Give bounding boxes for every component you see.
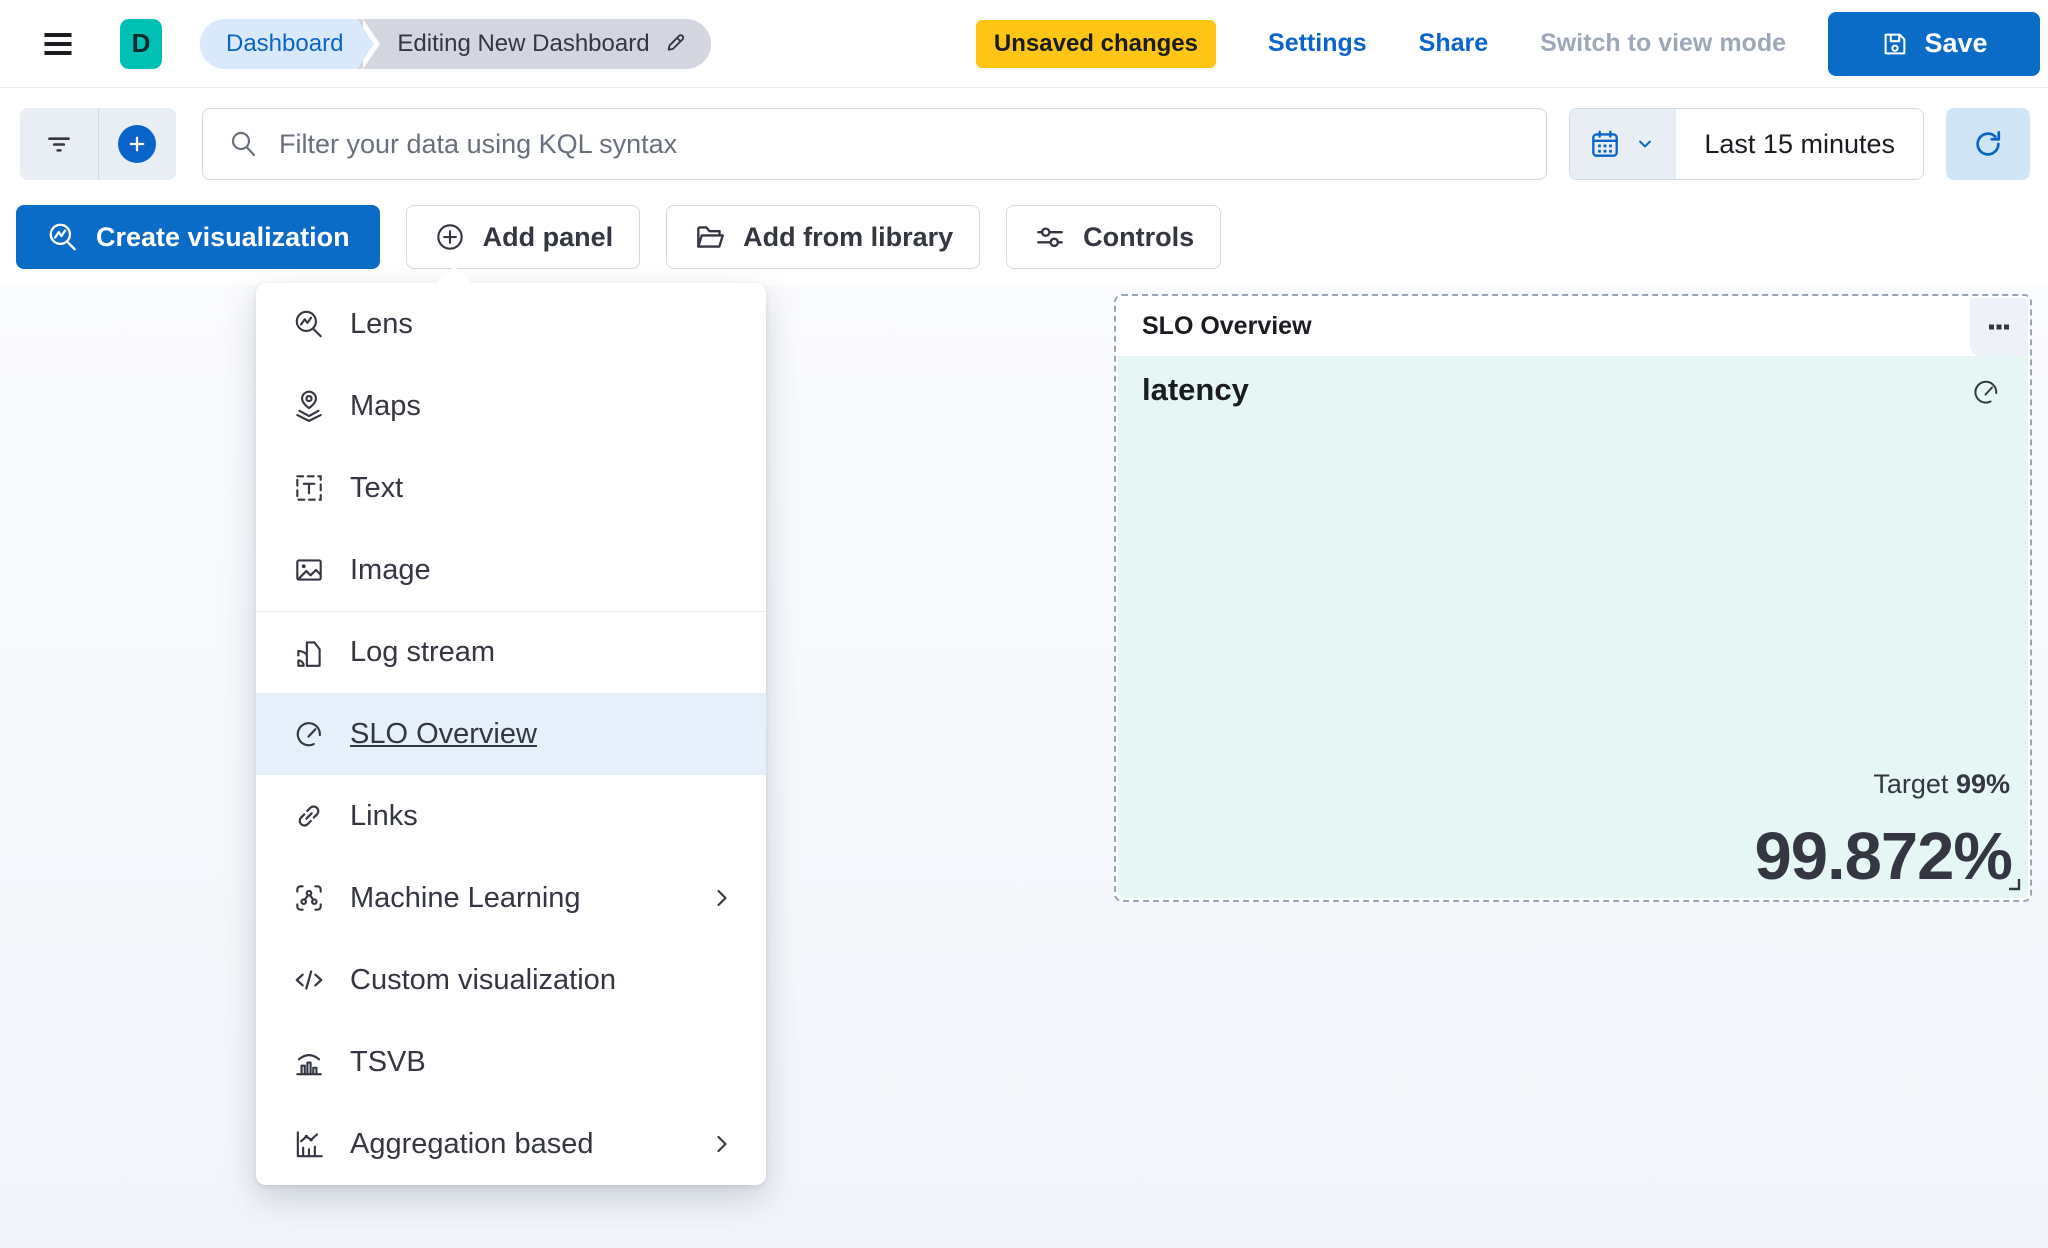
lens-icon (295, 310, 322, 338)
refresh-icon (1976, 130, 2001, 156)
lens-icon (49, 223, 76, 251)
gauge-icon (1974, 380, 1998, 404)
slo-metric-name: latency (1142, 372, 1249, 407)
chevron-right-icon (717, 889, 727, 907)
breadcrumb: Dashboard Editing New Dashboard (200, 18, 711, 69)
panel-options-button[interactable] (1970, 298, 2028, 356)
slo-panel-body: latency Target 99% 99.872% (1118, 356, 2028, 898)
add-from-library-button[interactable]: Add from library (666, 205, 981, 269)
top-bar: D Dashboard Editing New Dashboard Unsave… (0, 0, 2048, 88)
menu-item-maps[interactable]: Maps (256, 365, 766, 447)
date-picker: Last 15 minutes (1569, 108, 1924, 180)
breadcrumb-current[interactable]: Editing New Dashboard (357, 18, 711, 69)
menu-item-machine-learning[interactable]: Machine Learning (256, 857, 766, 939)
space-avatar[interactable]: D (120, 18, 162, 69)
chevron-right-icon (717, 1135, 727, 1153)
edit-toolbar: Create visualization Add panel Add from … (16, 205, 1222, 269)
breadcrumb-dashboard[interactable]: Dashboard (200, 18, 381, 69)
slo-value: 99.872% (1754, 819, 2013, 894)
menu-item-text[interactable]: Text (256, 447, 766, 529)
plus-in-circle-icon (436, 224, 463, 250)
links-icon (298, 805, 320, 827)
code-icon (295, 970, 323, 990)
image-icon (296, 559, 322, 581)
controls-sliders-icon (1037, 227, 1063, 248)
create-visualization-button[interactable]: Create visualization (16, 205, 380, 269)
kql-search-input[interactable] (279, 128, 1523, 160)
menu-item-image[interactable]: Image (256, 529, 766, 611)
save-button[interactable]: Save (1828, 11, 2040, 76)
add-filter-button[interactable] (97, 108, 177, 180)
filter-button[interactable] (20, 108, 98, 180)
maps-icon (296, 390, 322, 422)
time-range-value[interactable]: Last 15 minutes (1704, 128, 1895, 159)
query-bar: Last 15 minutes (20, 108, 2030, 180)
slo-target: Target 99% (1873, 769, 2010, 799)
add-panel-button[interactable]: Add panel (405, 205, 641, 269)
add-panel-menu: Lens Maps Text Image Log stream SLO Over… (256, 265, 766, 1185)
date-picker-calendar-button[interactable] (1570, 109, 1677, 179)
save-floppy-icon (1885, 33, 1906, 54)
controls-button[interactable]: Controls (1006, 205, 1222, 269)
slo-target-value: 99% (1955, 769, 2010, 799)
breadcrumb-arrow (357, 18, 375, 69)
edit-pencil-icon (667, 34, 684, 51)
search-icon (231, 131, 256, 157)
top-bar-actions: Unsaved changes Settings Share Switch to… (975, 11, 2048, 76)
aggregation-icon (296, 1131, 323, 1158)
slo-overview-panel[interactable]: SLO Overview latency Target 99% 99.872% (1114, 294, 2032, 902)
menu-item-aggregation-based[interactable]: Aggregation based (256, 1103, 766, 1185)
unsaved-changes-badge: Unsaved changes (975, 19, 1217, 68)
share-link[interactable]: Share (1418, 29, 1489, 57)
menu-item-log-stream[interactable]: Log stream (256, 611, 766, 693)
text-icon (296, 475, 322, 501)
menu-hamburger-icon[interactable] (38, 24, 78, 64)
kql-search-box (202, 108, 1548, 180)
switch-view-mode-link[interactable]: Switch to view mode (1540, 29, 1786, 57)
panel-header[interactable]: SLO Overview (1116, 296, 2030, 356)
refresh-button[interactable] (1946, 108, 2030, 180)
menu-item-links[interactable]: Links (256, 775, 766, 857)
filter-funnel-icon (47, 137, 70, 152)
gauge-icon (296, 722, 321, 747)
menu-item-tsvb[interactable]: TSVB (256, 1021, 766, 1103)
menu-item-slo-overview[interactable]: SLO Overview (256, 693, 766, 775)
calendar-icon (1592, 130, 1619, 157)
filter-button-group (20, 108, 176, 180)
machine-learning-icon (296, 885, 322, 911)
log-stream-icon (297, 640, 321, 667)
chevron-down-icon (1639, 140, 1652, 148)
menu-item-custom-visualization[interactable]: Custom visualization (256, 939, 766, 1021)
plus-circle-icon (118, 125, 157, 163)
panel-options-icon (1989, 324, 2009, 330)
settings-link[interactable]: Settings (1268, 29, 1367, 57)
folder-icon (697, 226, 725, 248)
tsvb-icon (296, 1054, 322, 1076)
panel-resize-handle[interactable] (2005, 875, 2023, 893)
panel-title: SLO Overview (1142, 311, 1312, 340)
menu-item-lens[interactable]: Lens (256, 283, 766, 365)
